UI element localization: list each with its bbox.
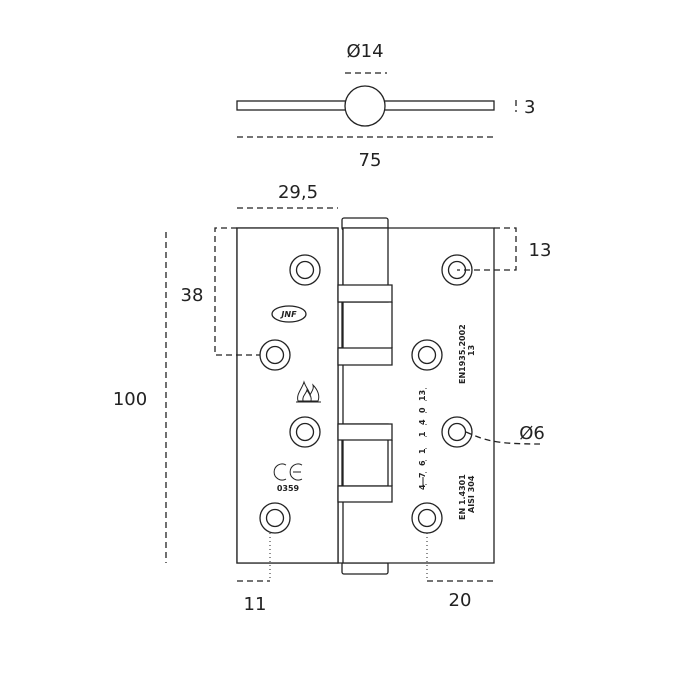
right-edge-label: 20 (449, 590, 472, 611)
svg-text:4: 4 (418, 419, 427, 425)
knuckle-diameter-label: Ø14 (346, 41, 383, 62)
fire-icon (296, 380, 321, 403)
standard-mark-2: 13 (467, 345, 476, 356)
material-mark: EN 1.4301 (458, 474, 467, 520)
screw-hole-inner (417, 345, 437, 365)
left-holes (259, 254, 321, 534)
svg-text:JNF: JNF (279, 310, 297, 319)
ce-number: 0359 (277, 484, 300, 493)
svg-text:13: 13 (418, 390, 427, 401)
left-knuckle-step-3 (337, 423, 393, 441)
svg-text:1: 1 (418, 431, 427, 437)
ce-mark: 0359 (273, 463, 303, 493)
screw-hole-inner (295, 260, 315, 280)
height-label: 100 (113, 389, 147, 410)
svg-text:7: 7 (418, 472, 427, 478)
svg-text:1: 1 (418, 448, 427, 454)
left-knuckle-step-4 (337, 485, 393, 503)
second-hole-dim (214, 227, 260, 356)
top-view-knuckle (344, 85, 386, 127)
hole-diameter-label: Ø6 (519, 423, 545, 444)
hinge-front-view: JNF 0359 EN1935.2002 13 4 7 6 1 1 4 0 13 (236, 217, 495, 575)
bottom-knuckle-cap (341, 561, 389, 575)
screw-hole-inner (295, 422, 315, 442)
top-hole-dim (457, 227, 517, 271)
front-dimensions: 29,5 38 13 100 Ø6 11 20 (113, 182, 552, 615)
hole-diameter-leader (465, 431, 541, 445)
leaf-width-label: 29,5 (278, 182, 318, 203)
left-edge-label: 11 (244, 594, 267, 615)
right-holes (411, 254, 473, 534)
screw-hole-inner (447, 422, 467, 442)
svg-text:6: 6 (418, 460, 427, 466)
svg-text:0: 0 (418, 407, 427, 413)
open-width-label: 75 (359, 150, 382, 171)
jnf-logo: JNF (271, 305, 307, 323)
top-hole-label: 13 (529, 240, 552, 261)
left-knuckle-step-1 (337, 284, 393, 303)
material-mark-2: AISI 304 (467, 475, 476, 513)
screw-hole-inner (417, 508, 437, 528)
left-leaf-body (236, 227, 339, 564)
hinge-top-view: Ø14 3 75 (236, 41, 535, 171)
screw-hole-inner (265, 508, 285, 528)
thickness-label: 3 (524, 97, 535, 118)
screw-hole-inner (265, 345, 285, 365)
left-knuckle-step-2 (337, 347, 393, 366)
grade-code: 4 7 6 1 1 4 0 13 (418, 388, 427, 490)
second-hole-label: 38 (181, 285, 204, 306)
standard-mark: EN1935.2002 (458, 324, 467, 384)
